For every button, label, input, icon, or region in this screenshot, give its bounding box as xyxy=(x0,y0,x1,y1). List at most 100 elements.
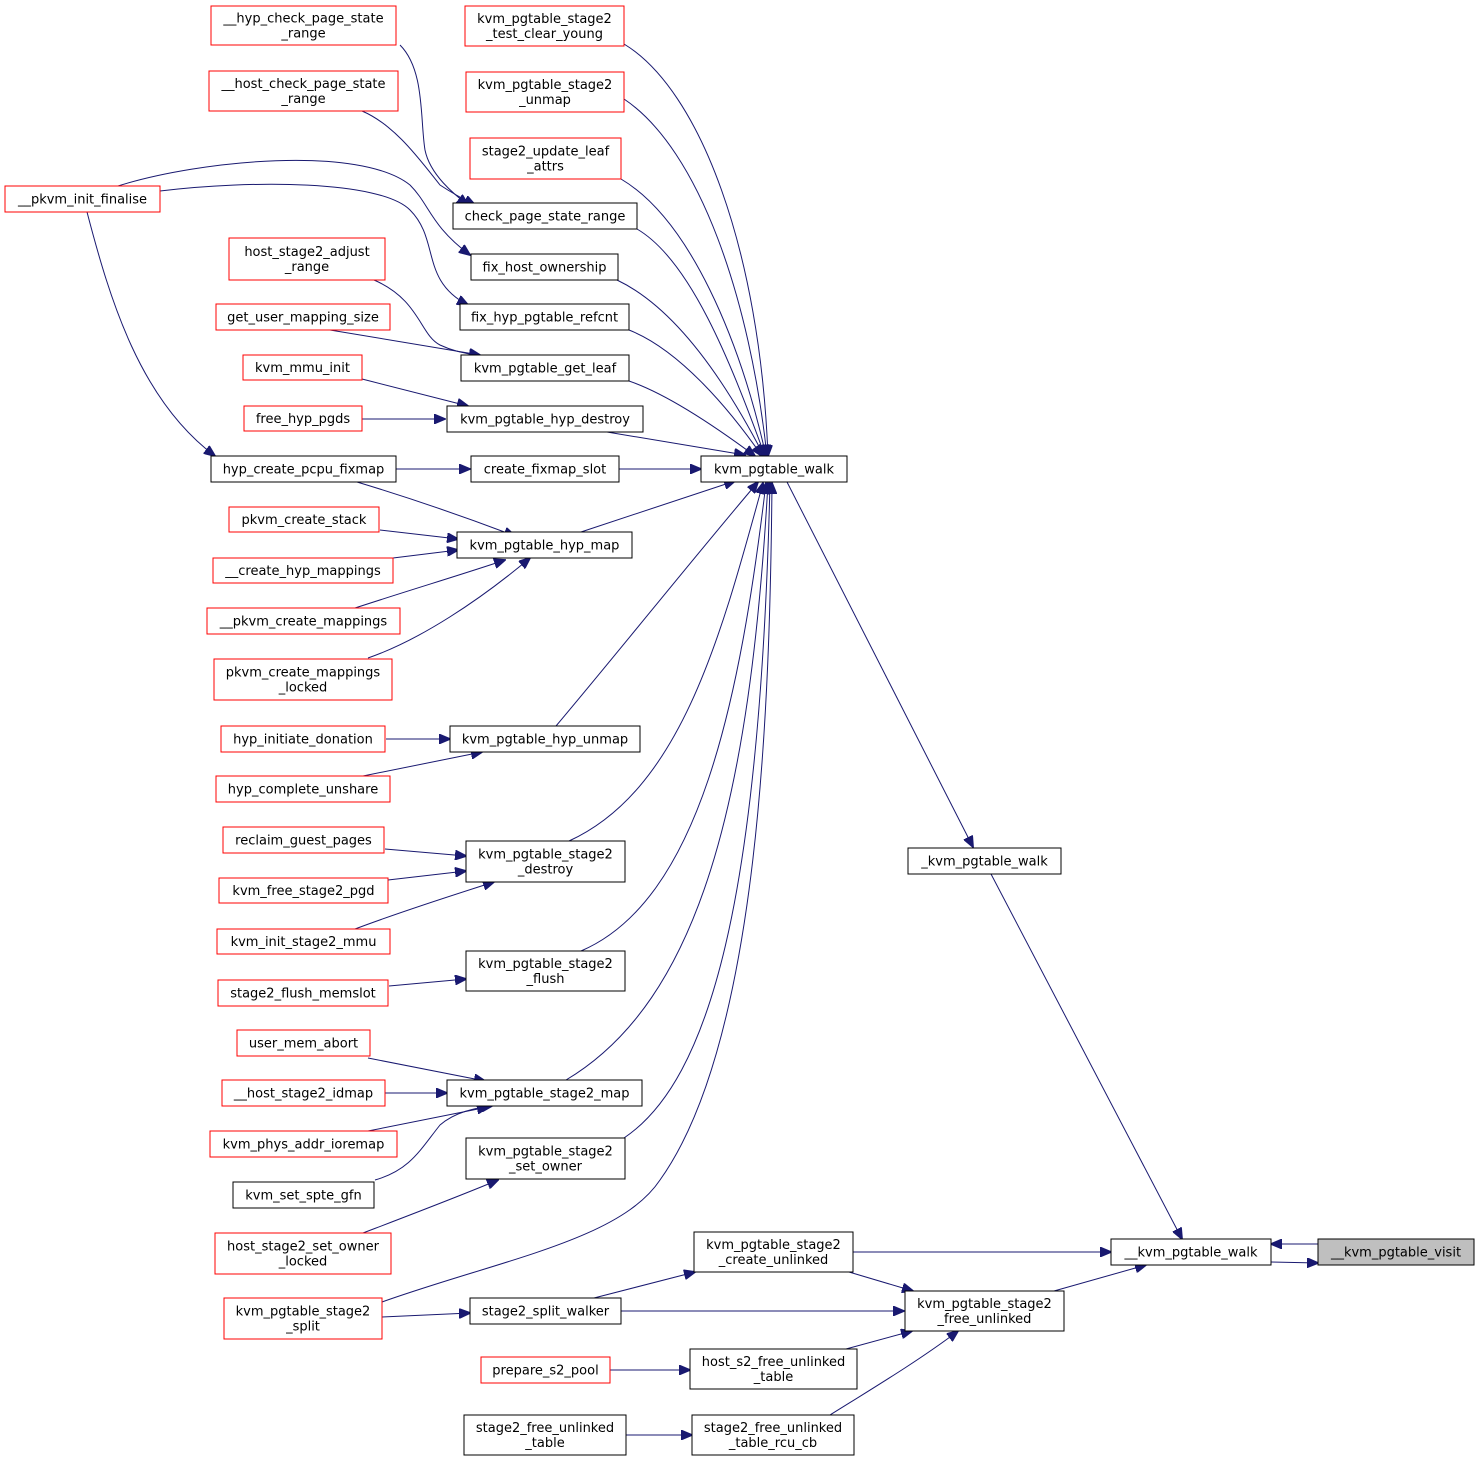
function-node-kvm-pgtable-hyp-map[interactable]: kvm_pgtable_hyp_map xyxy=(456,531,633,559)
function-node-fix-host-ownership[interactable]: fix_host_ownership xyxy=(470,253,619,281)
function-node-stage2-flush-memslot[interactable]: stage2_flush_memslot xyxy=(217,979,389,1007)
function-node-pkvm-create-mappings[interactable]: __pkvm_create_mappings xyxy=(206,607,401,635)
node-label: kvm_pgtable_stage2 xyxy=(917,1297,1052,1312)
function-node-kvm-pgtable-hyp-destroy[interactable]: kvm_pgtable_hyp_destroy xyxy=(446,405,644,433)
node-box xyxy=(210,455,397,483)
function-node-kvm-free-stage2-pgd[interactable]: kvm_free_stage2_pgd xyxy=(218,877,389,904)
edge xyxy=(367,558,530,659)
edge xyxy=(399,44,468,205)
node-label: __kvm_pgtable_walk xyxy=(1123,1246,1258,1261)
node-box xyxy=(689,1348,858,1390)
function-node-kvm-pgtable-walk[interactable]: __kvm_pgtable_walk xyxy=(1110,1238,1272,1266)
node-box xyxy=(212,557,394,584)
node-label: hyp_create_pcpu_fixmap xyxy=(223,463,385,478)
node-label: kvm_pgtable_hyp_unmap xyxy=(462,733,628,748)
function-node-test-clear-young[interactable]: kvm_pgtable_stage2_test_clear_young xyxy=(464,5,625,47)
node-box xyxy=(4,185,161,213)
function-node-kvm-pgtable-get-leaf[interactable]: kvm_pgtable_get_leaf xyxy=(460,354,630,382)
function-node-stage2-split-walker[interactable]: stage2_split_walker xyxy=(469,1297,622,1325)
function-node-hyp-complete-unshare[interactable]: hyp_complete_unshare xyxy=(215,775,391,803)
node-box xyxy=(907,847,1062,875)
node-box xyxy=(460,354,630,382)
function-node-host-s2-adjust[interactable]: host_stage2_adjust_range xyxy=(228,237,386,281)
node-box xyxy=(218,877,389,904)
function-node-create-fixmap-slot[interactable]: create_fixmap_slot xyxy=(470,455,620,483)
edge xyxy=(159,183,468,305)
function-node-stage2-unmap[interactable]: kvm_pgtable_stage2_unmap xyxy=(465,71,625,113)
node-label: kvm_pgtable_hyp_destroy xyxy=(460,413,630,428)
function-node-free-hyp-pgds[interactable]: free_hyp_pgds xyxy=(243,405,363,432)
function-node-stage2-update-leaf-attrs[interactable]: stage2_update_leaf_attrs xyxy=(469,137,622,180)
node-label: kvm_pgtable_hyp_map xyxy=(470,539,620,554)
node-label: get_user_mapping_size xyxy=(227,311,379,326)
edge xyxy=(606,431,745,455)
node-label: kvm_init_stage2_mmu xyxy=(231,935,377,950)
edge xyxy=(786,481,973,847)
function-node-stage2-map[interactable]: kvm_pgtable_stage2_map xyxy=(446,1079,643,1107)
edge xyxy=(362,752,482,777)
function-node-host-s2-free-unlinked-table[interactable]: host_s2_free_unlinked_table xyxy=(689,1348,858,1390)
function-node-stage2-set-owner[interactable]: kvm_pgtable_stage2_set_owner xyxy=(465,1137,626,1180)
function-node-kvm-phys-addr-ioremap[interactable]: kvm_phys_addr_ioremap xyxy=(209,1130,398,1158)
node-box xyxy=(904,1290,1065,1332)
edge xyxy=(628,380,755,456)
function-node-prepare-s2-pool[interactable]: prepare_s2_pool xyxy=(480,1356,611,1384)
node-box xyxy=(465,1137,626,1180)
function-node-host-stage2-set-owner-locked[interactable]: host_stage2_set_owner_locked xyxy=(214,1232,392,1275)
edge xyxy=(361,378,468,406)
function-node-pkvm-create-mappings-locked[interactable]: pkvm_create_mappings_locked xyxy=(213,658,393,701)
node-box xyxy=(228,237,386,281)
function-node-host-check[interactable]: __host_check_page_state_range xyxy=(208,70,399,112)
function-node-kvm-pgtable-walk[interactable]: kvm_pgtable_walk xyxy=(700,455,848,483)
node-label: _flush xyxy=(526,972,565,987)
node-box xyxy=(446,405,644,433)
edge xyxy=(580,481,735,533)
function-node-kvm-init-stage2-mmu[interactable]: kvm_init_stage2_mmu xyxy=(216,928,391,955)
function-node-kvm-pgtable-walk[interactable]: _kvm_pgtable_walk xyxy=(907,847,1062,875)
function-node-hyp-check[interactable]: __hyp_check_page_state_range xyxy=(210,5,397,46)
node-layer: __hyp_check_page_state_range __host_check… xyxy=(4,5,1475,1456)
function-node-check-page-state-range[interactable]: check_page_state_range xyxy=(452,202,638,230)
function-node-create-hyp-mappings[interactable]: __create_hyp_mappings xyxy=(212,557,394,584)
function-node-hyp-create-pcpu-fixmap[interactable]: hyp_create_pcpu_fixmap xyxy=(210,455,397,483)
function-node-fix-hyp-pgtable-refcnt[interactable]: fix_hyp_pgtable_refcnt xyxy=(459,303,630,331)
node-label: _create_unlinked xyxy=(718,1253,829,1268)
node-label: kvm_free_stage2_pgd xyxy=(232,884,374,899)
function-node-get-user-mapping-size[interactable]: get_user_mapping_size xyxy=(215,303,391,331)
function-node-user-mem-abort[interactable]: user_mem_abort xyxy=(236,1029,371,1057)
edge xyxy=(86,211,215,456)
function-node-stage2-flush[interactable]: kvm_pgtable_stage2_flush xyxy=(465,950,626,992)
node-label: host_s2_free_unlinked xyxy=(702,1355,846,1370)
node-box xyxy=(220,725,386,753)
function-node-pkvm-init-finalise[interactable]: __pkvm_init_finalise xyxy=(4,185,161,213)
function-node-pkvm-create-stack[interactable]: pkvm_create_stack xyxy=(228,506,380,533)
edge xyxy=(616,279,764,456)
function-node-kvm-set-spte-gfn[interactable]: kvm_set_spte_gfn xyxy=(232,1181,375,1209)
function-node-stage2-free-unlinked-table[interactable]: stage2_free_unlinked_table xyxy=(463,1414,627,1456)
function-node-kvm-pgtable-visit[interactable]: __kvm_pgtable_visit xyxy=(1317,1238,1475,1266)
node-label: kvm_mmu_init xyxy=(255,361,350,376)
node-box xyxy=(243,405,363,432)
function-node-kvm-mmu-init[interactable]: kvm_mmu_init xyxy=(242,354,363,381)
node-label: stage2_free_unlinked xyxy=(476,1421,614,1436)
function-node-hyp-initiate-donation[interactable]: hyp_initiate_donation xyxy=(220,725,386,753)
function-node-stage2-free-unlinked-table-rcu-cb[interactable]: stage2_free_unlinked_table_rcu_cb xyxy=(691,1414,855,1456)
edge xyxy=(845,1331,912,1350)
function-node-create-unlinked[interactable]: kvm_pgtable_stage2_create_unlinked xyxy=(693,1231,854,1273)
node-box xyxy=(209,1130,398,1158)
function-node-reclaim-guest-pages[interactable]: reclaim_guest_pages xyxy=(222,826,385,854)
node-box xyxy=(480,1356,611,1384)
edge xyxy=(829,1331,958,1416)
edge xyxy=(374,1106,492,1181)
function-node-host-stage2-idmap[interactable]: __host_stage2_idmap xyxy=(221,1079,386,1107)
node-label: _split xyxy=(285,1320,320,1335)
node-label: check_page_state_range xyxy=(465,210,626,225)
edge xyxy=(1270,1262,1318,1263)
edge xyxy=(384,848,466,856)
function-node-kvm-pgtable-hyp-unmap[interactable]: kvm_pgtable_hyp_unmap xyxy=(449,725,641,753)
edge xyxy=(623,483,770,1139)
function-node-stage2-destroy[interactable]: kvm_pgtable_stage2_destroy xyxy=(465,840,626,883)
function-node-kvm-pgtable-stage2-split[interactable]: kvm_pgtable_stage2_split xyxy=(223,1297,383,1340)
node-label: _locked xyxy=(278,1255,328,1270)
function-node-free-unlinked[interactable]: kvm_pgtable_stage2_free_unlinked xyxy=(904,1290,1065,1332)
